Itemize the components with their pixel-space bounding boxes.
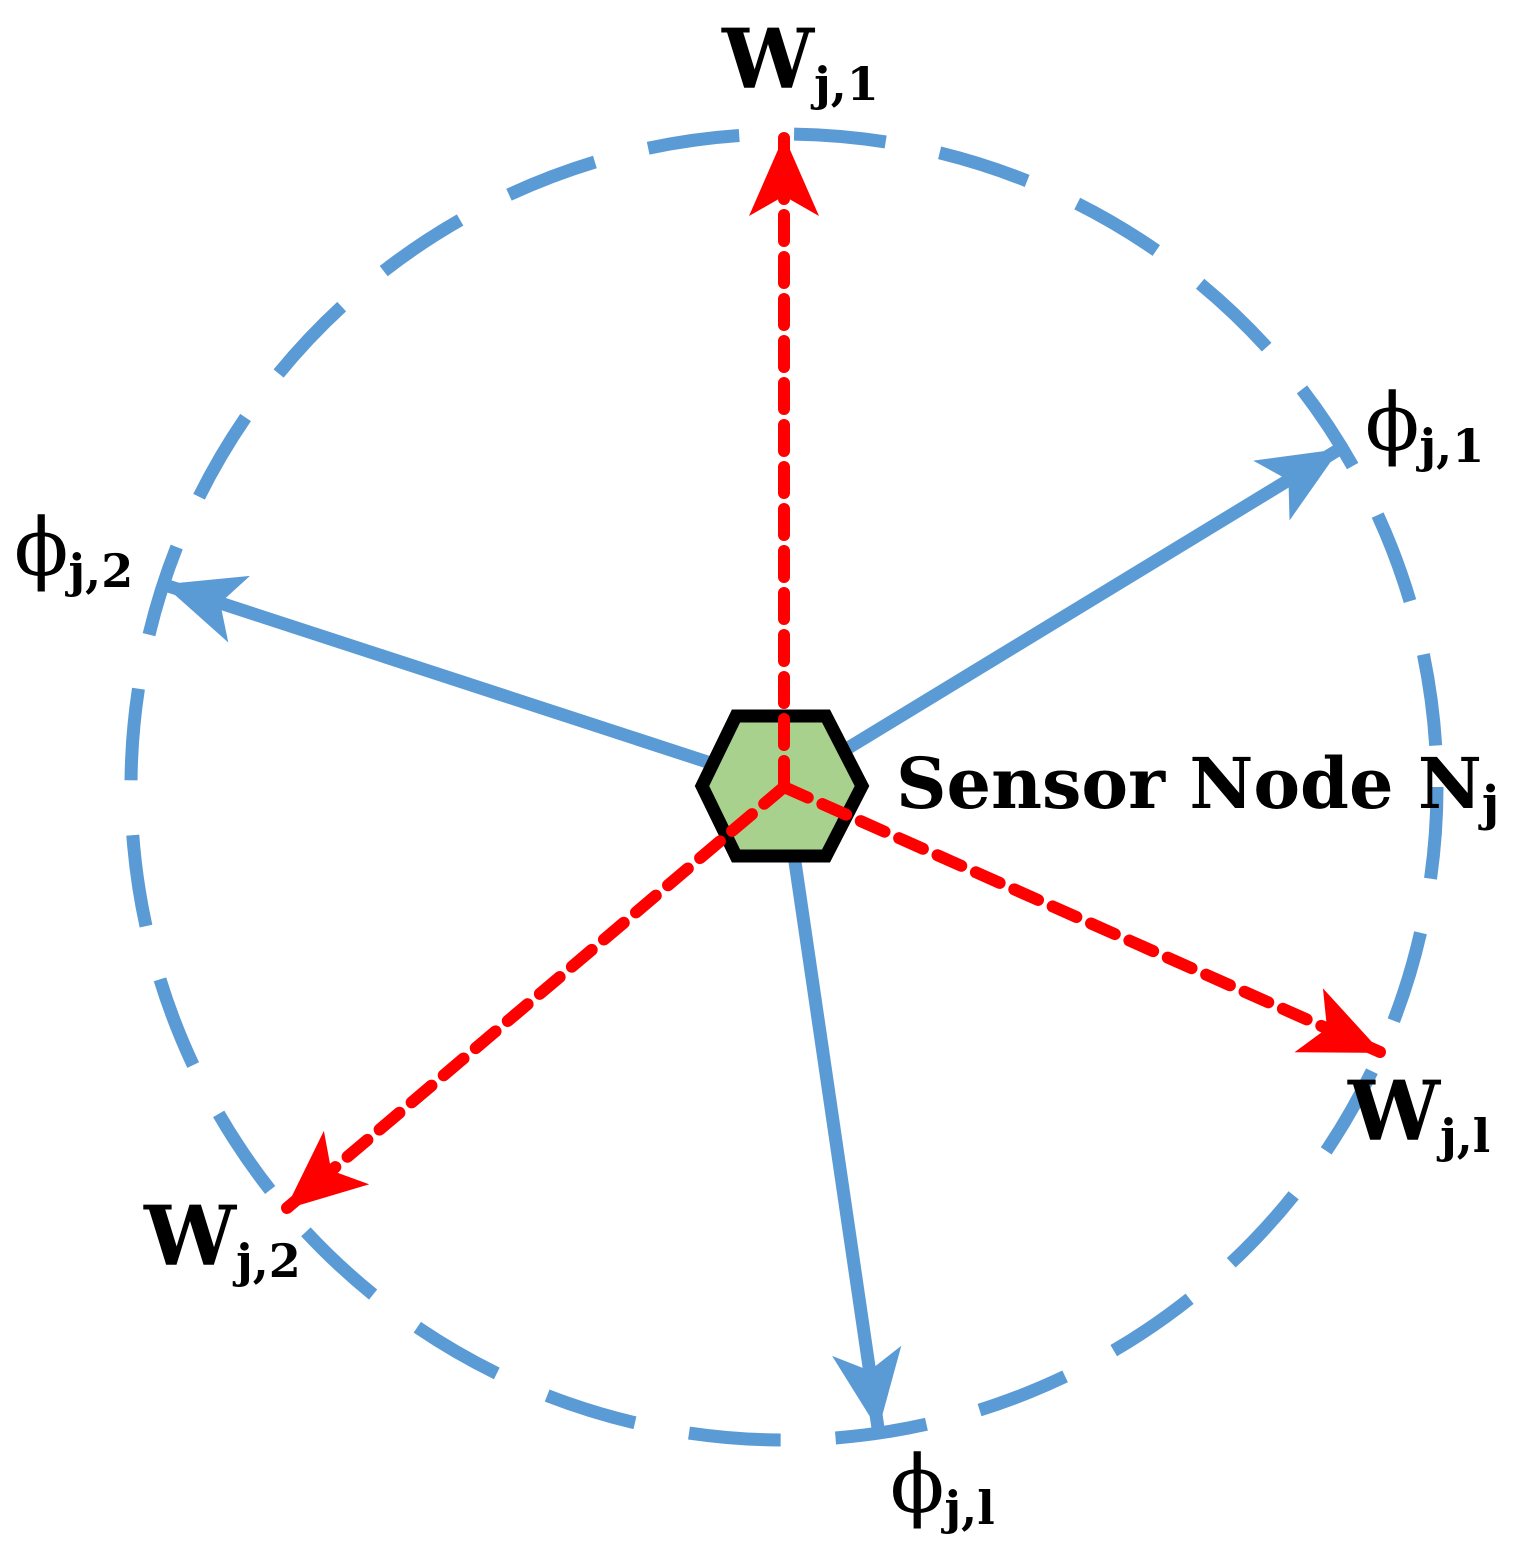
label-sensor-node: Sensor Node Nj (896, 742, 1499, 832)
label-w-jl: Wj,l (1347, 1064, 1490, 1163)
label-phi-j2: ϕj,2 (14, 501, 133, 598)
phi-j1-arrow (780, 444, 1342, 793)
label-phi-jl: ϕj,l (890, 1438, 995, 1535)
phi-jl-arrow (777, 786, 902, 1430)
label-w-j1: Wj,1 (721, 12, 879, 111)
w-jl-arrow (778, 781, 1386, 1058)
label-w-j2: Wj,2 (143, 1189, 301, 1288)
range-circle (124, 127, 1444, 1447)
phi-j2-arrow (162, 575, 787, 794)
label-phi-j1: ϕj,1 (1365, 376, 1484, 473)
w-j2-arrow (281, 781, 790, 1214)
